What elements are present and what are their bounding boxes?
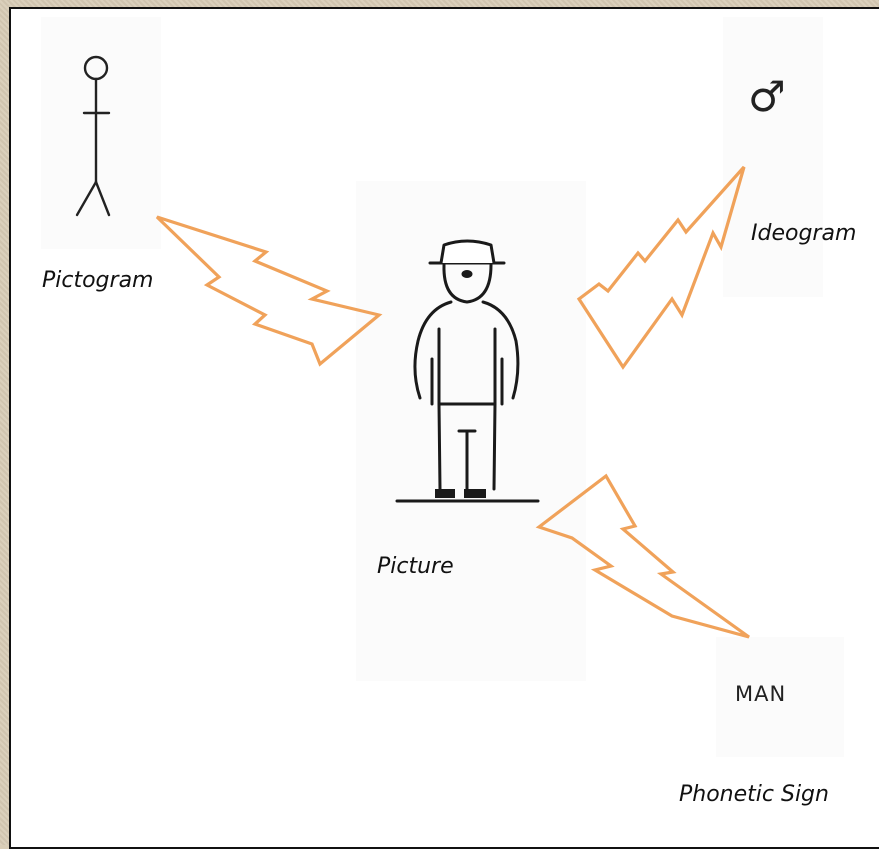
pictogram-label: Pictogram bbox=[42, 268, 154, 293]
ideogram-symbol: ♂ bbox=[748, 72, 786, 121]
lightning-bolt-icon bbox=[535, 473, 750, 639]
ideogram-label: Ideogram bbox=[751, 221, 857, 246]
lightning-bolts bbox=[155, 165, 750, 639]
diagram-graphics: ♂ bbox=[75, 55, 786, 706]
diagram-canvas: ♂ bbox=[9, 7, 879, 849]
lightning-bolt-icon bbox=[155, 215, 383, 367]
man-with-hat-icon bbox=[395, 239, 540, 503]
picture-label: Picture bbox=[377, 554, 454, 579]
phonetic-word: MAN bbox=[735, 682, 786, 706]
pictogram-panel bbox=[41, 17, 161, 249]
ideogram-panel bbox=[723, 17, 823, 297]
phonetic-sign-label: Phonetic Sign bbox=[679, 782, 829, 807]
phonetic-panel bbox=[716, 637, 844, 757]
lightning-bolt-icon bbox=[576, 165, 746, 370]
stick-figure-icon bbox=[75, 55, 111, 217]
